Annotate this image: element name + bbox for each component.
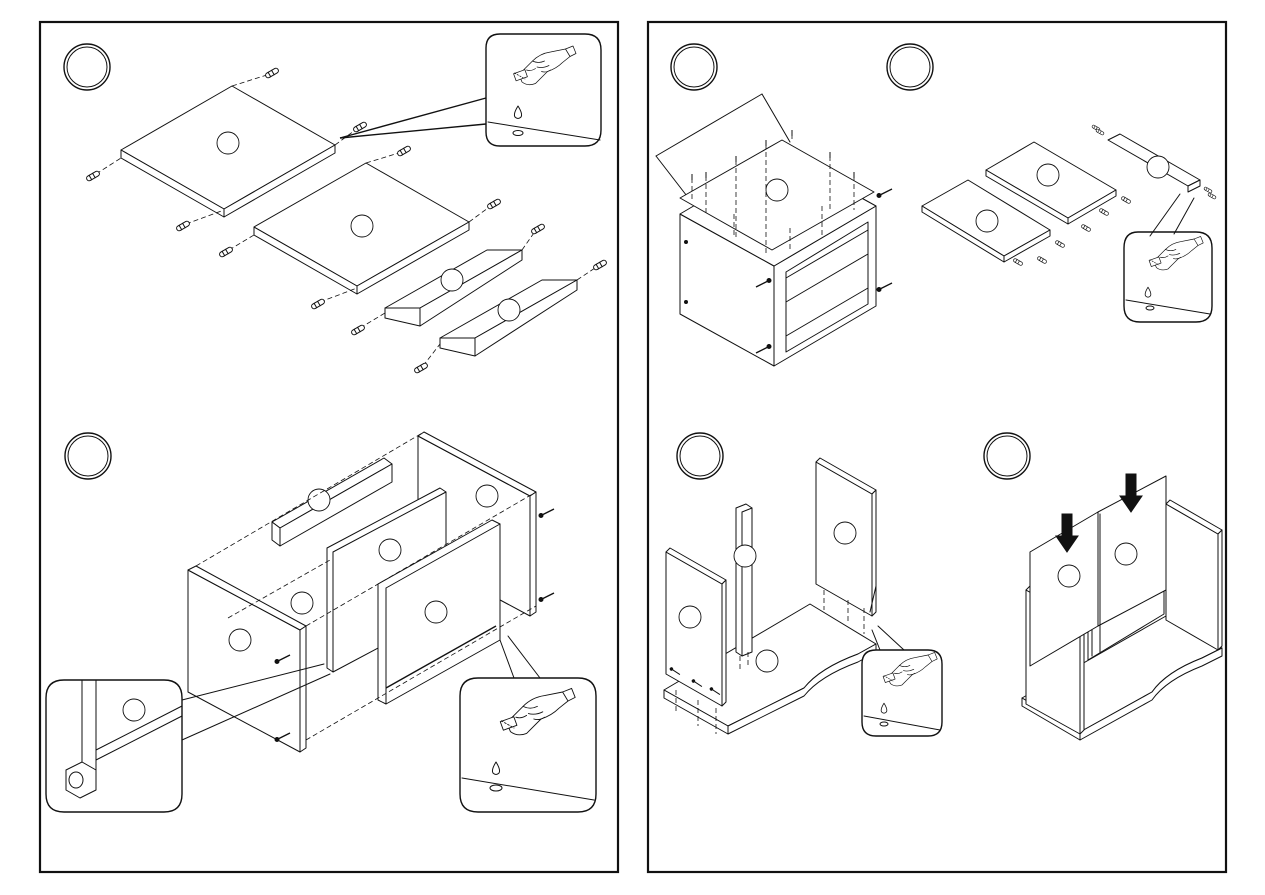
step-5-circle <box>677 433 723 479</box>
step-2-illustration <box>46 432 596 812</box>
step-4-circle <box>887 44 933 90</box>
step-3-illustration <box>656 44 892 366</box>
step-2-circle <box>65 433 111 479</box>
step-4-illustration <box>887 44 1216 322</box>
step-6-illustration <box>984 433 1222 740</box>
step-5-illustration <box>664 433 942 736</box>
step-3-circle <box>671 44 717 90</box>
step-1-illustration <box>64 34 607 374</box>
step-1-circle <box>64 44 110 90</box>
screw-icon <box>539 509 554 518</box>
step-6-circle <box>984 433 1030 479</box>
